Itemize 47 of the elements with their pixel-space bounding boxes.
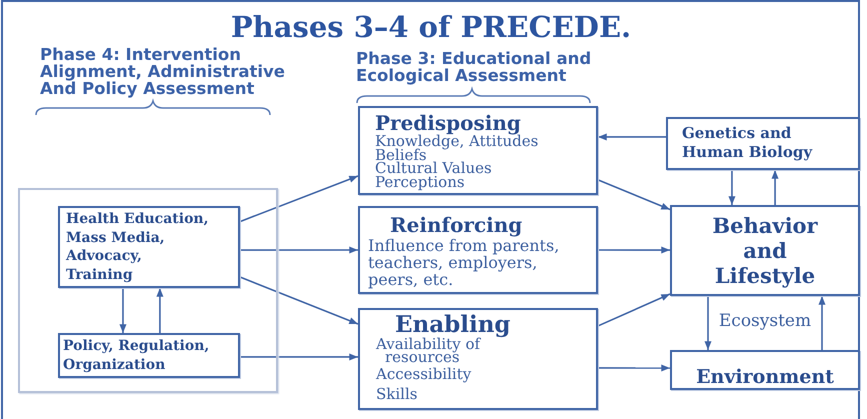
node-label: Environment (696, 366, 834, 388)
node-text: Beliefs (375, 148, 427, 162)
node-label: Advocacy, (66, 247, 142, 266)
arrow (156, 288, 164, 333)
process-box (358, 106, 598, 195)
node-text: Knowledge, Attitudes (375, 135, 538, 148)
phase-heading: Phase 3: Educational and Ecological Assessment (356, 50, 592, 84)
process-box (358, 308, 598, 410)
node-heading: Reinforcing (390, 213, 522, 237)
node-text: Accessibility (376, 364, 472, 384)
node-text: Skills (376, 384, 418, 404)
node-label: Mass Media, (66, 228, 165, 247)
arrow (772, 170, 779, 205)
arrow (598, 179, 670, 210)
arrow (119, 288, 126, 333)
node-heading: Predisposing (375, 111, 521, 135)
node-label: Health Education, (66, 210, 208, 228)
process-box (670, 350, 860, 390)
arrow (240, 175, 358, 222)
arrow (598, 246, 670, 254)
arrow (240, 246, 358, 254)
process-box (58, 333, 240, 378)
process-box (670, 205, 860, 296)
node-text: Perceptions (375, 176, 465, 189)
group-frame (18, 188, 278, 393)
diagram-title: Phases 3–4 of PRECEDE. (230, 10, 632, 44)
arrow (728, 170, 736, 205)
process-box (358, 206, 598, 294)
relation-label: Ecosystem (718, 311, 812, 331)
arrow (240, 276, 358, 325)
node-label: Behavior and Lifestyle (712, 213, 818, 288)
node-label: Training (66, 266, 133, 284)
arrow (818, 296, 826, 350)
node-text: Influence from parents, teachers, employers, peers, etc. (368, 237, 560, 288)
node-text: Cultural Values (375, 162, 492, 176)
phase-heading: Phase 4: Intervention Alignment, Administrative And Policy Assessment (40, 46, 286, 97)
process-box (58, 206, 240, 288)
node-heading: Enabling (395, 311, 511, 338)
arrow (240, 353, 358, 360)
arrow (704, 296, 712, 350)
arrow (598, 364, 670, 372)
arrow (598, 293, 670, 327)
node-label: Policy, Regulation, Organization (63, 337, 210, 374)
node-text: Availability of resources (376, 338, 481, 364)
process-box (666, 117, 860, 170)
node-label: Genetics and Human Biology (682, 124, 814, 162)
arrow (598, 133, 666, 140)
